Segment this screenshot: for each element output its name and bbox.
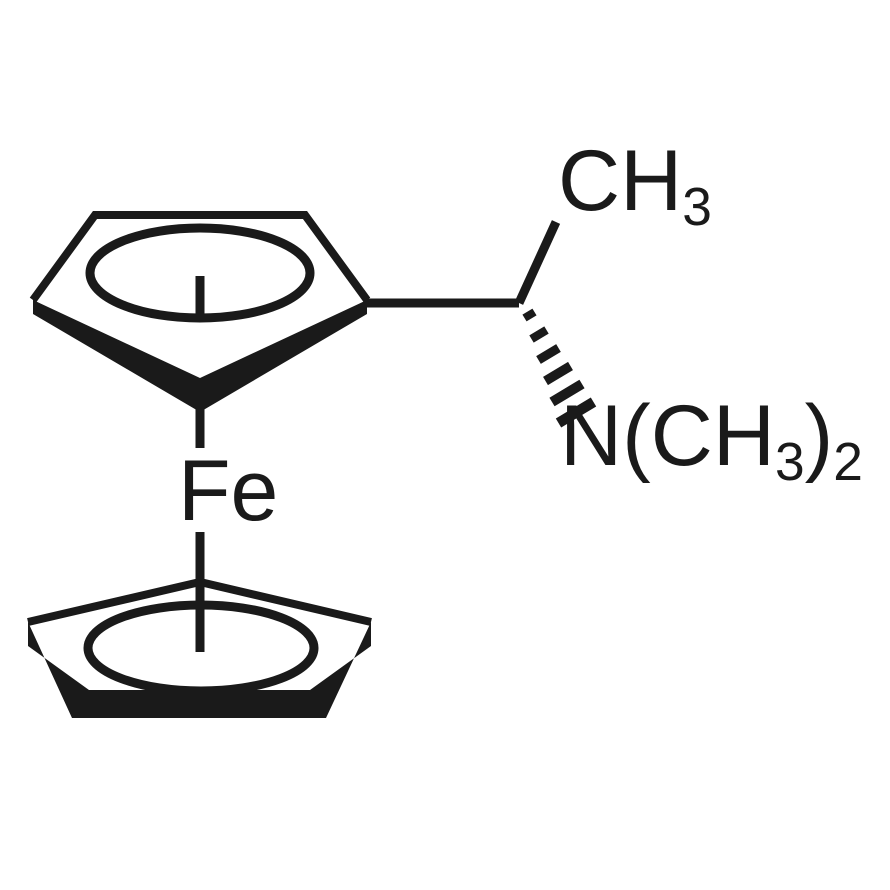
bottom-ring-wedge-fill — [28, 622, 371, 718]
methyl-symbol: CH — [558, 133, 683, 229]
methyl-subscript: 3 — [682, 177, 712, 237]
iron-symbol: Fe — [178, 443, 279, 539]
hashed-wedge-to-nitrogen — [522, 308, 597, 428]
amine-close-paren: ) — [804, 388, 834, 484]
amine-subscript-two: 2 — [833, 432, 863, 492]
top-ring-wedge-taper — [33, 300, 367, 412]
bottom-ring-upper-edges — [27, 577, 372, 626]
atom-label-iron: Fe — [178, 448, 278, 534]
amine-prefix: N(CH — [560, 388, 775, 484]
atom-label-methyl: CH3 — [558, 138, 712, 234]
bottom-ring-aromatic-ellipse — [83, 600, 319, 696]
cyclopentadienyl-ring-top — [29, 211, 371, 412]
bond-stereocenter-to-methyl — [514, 220, 561, 305]
cyclopentadienyl-ring-bottom — [27, 577, 372, 718]
atom-label-dimethylamino: N(CH3)2 — [560, 393, 863, 489]
top-ring-upper-edges — [29, 211, 371, 303]
amine-subscript-three: 3 — [774, 432, 805, 492]
